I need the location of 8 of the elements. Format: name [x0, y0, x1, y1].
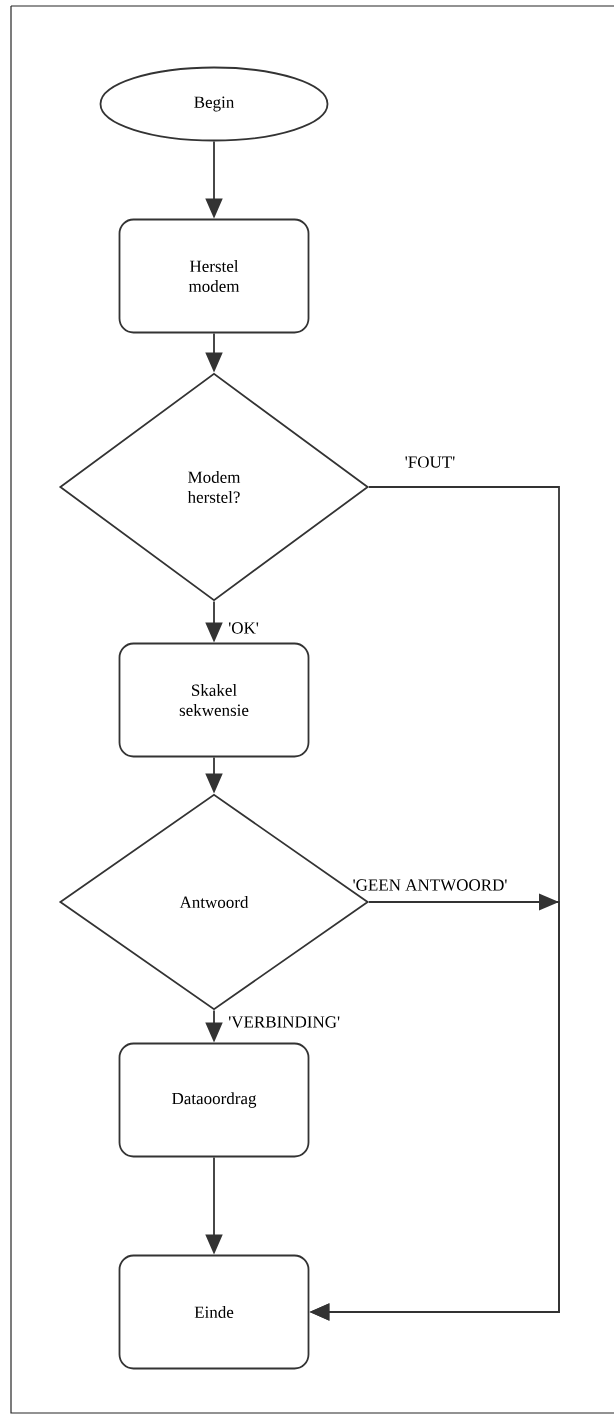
process-box: Dataoordrag — [118, 1042, 310, 1158]
edge-label: 'FOUT' — [405, 456, 455, 468]
process-box: Herstel modem — [118, 218, 310, 334]
terminal-oval: Begin — [99, 66, 329, 142]
edge-label: 'OK' — [228, 622, 259, 634]
process-box: Skakel sekwensie — [118, 642, 310, 758]
process-box: Einde — [118, 1254, 310, 1370]
edge-label: 'VERBINDING' — [228, 1016, 340, 1028]
